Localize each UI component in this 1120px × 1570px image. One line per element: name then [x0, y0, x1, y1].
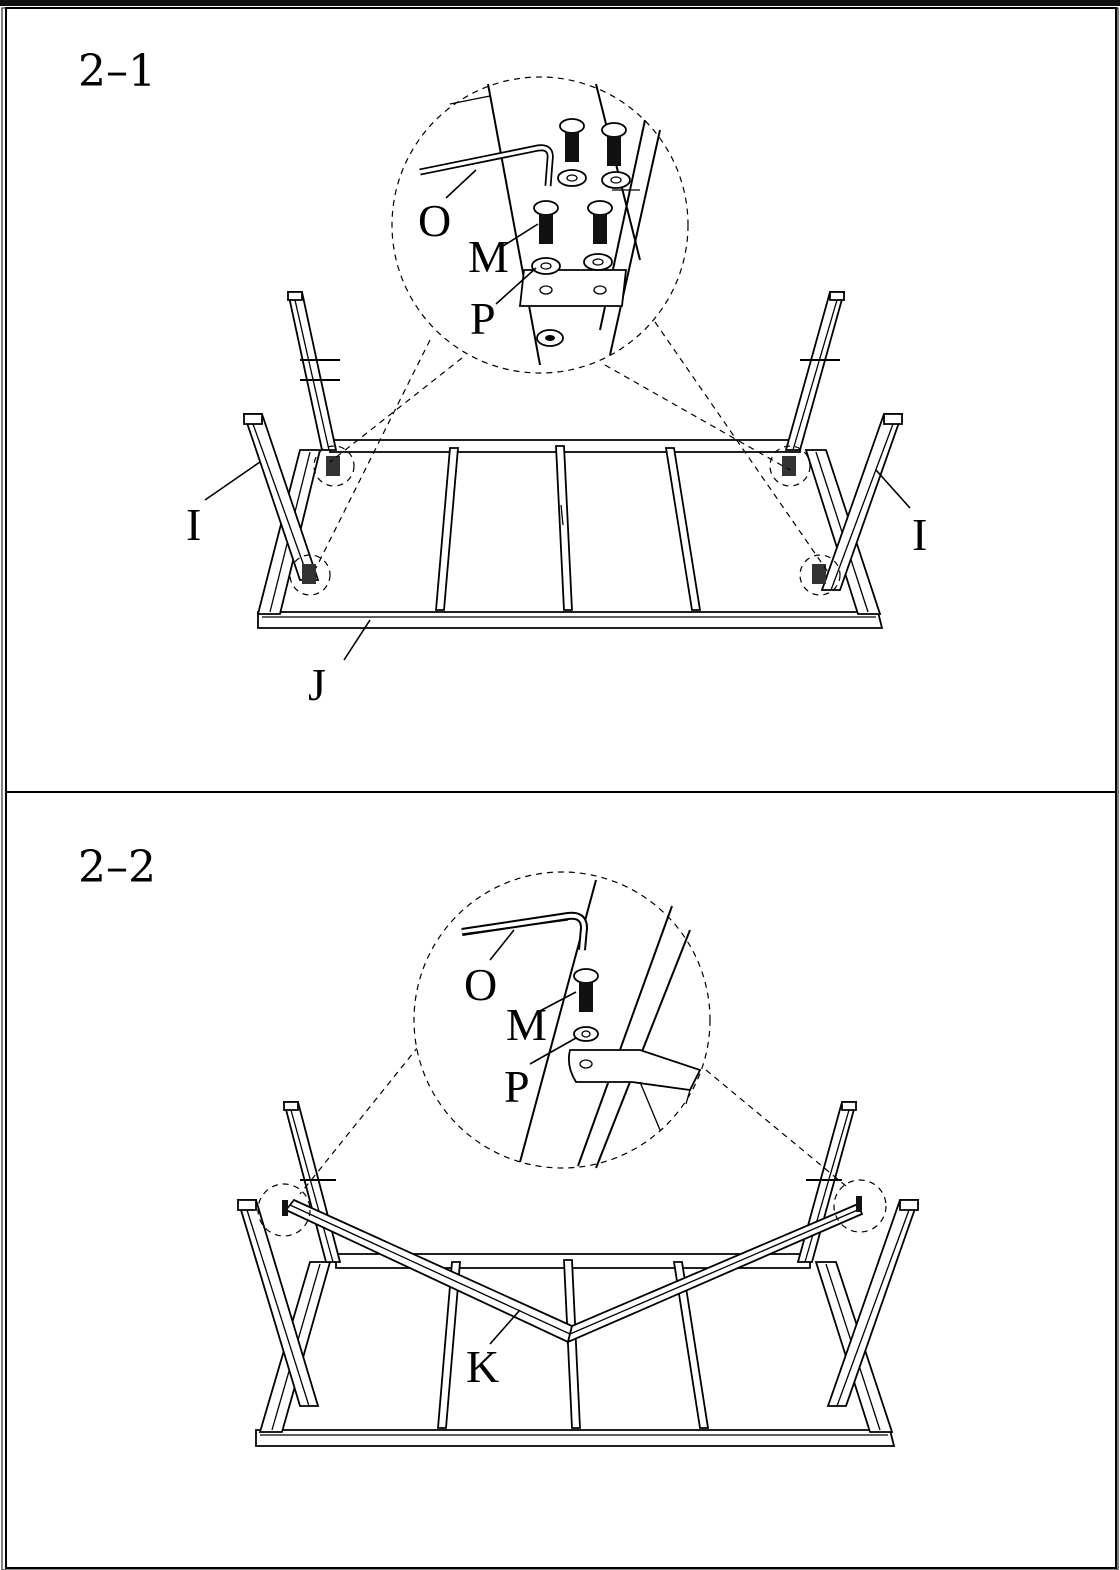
leader-I-left	[204, 461, 261, 501]
part-label-M2: M	[506, 999, 547, 1050]
part-label-P: P	[470, 293, 496, 344]
step-2-1-panel: 2–1	[78, 46, 927, 710]
frame-with-brace-drawing	[236, 1101, 920, 1447]
leader-J	[343, 619, 371, 661]
outer-border-double	[1, 7, 1119, 1570]
leader-O	[445, 169, 477, 199]
part-label-M: M	[468, 231, 509, 282]
zoom-line	[654, 321, 831, 576]
part-label-K: K	[466, 1341, 499, 1392]
leader-I-right	[875, 469, 911, 509]
step-2-2-panel: 2–2	[78, 842, 920, 1447]
step-2-1-title: 2–1	[78, 46, 156, 97]
part-label-P2: P	[504, 1061, 530, 1112]
leader-M2	[537, 991, 577, 1013]
leader-P	[495, 267, 537, 305]
leader-O2	[489, 929, 515, 961]
part-label-I-right: I	[912, 509, 927, 560]
detail-zoom-2-2	[413, 871, 711, 1169]
zoom-line	[705, 1069, 847, 1187]
part-label-I-left: I	[186, 499, 201, 550]
top-strip	[0, 0, 1120, 6]
part-label-J: J	[308, 659, 326, 710]
zoom-line	[315, 339, 431, 569]
detail-zoom-2-1	[391, 76, 689, 374]
leader-M	[499, 223, 539, 249]
part-label-O2: O	[464, 959, 497, 1010]
zoom-line	[604, 364, 791, 471]
part-label-O: O	[418, 195, 451, 246]
step-2-2-title: 2–2	[78, 842, 156, 893]
frame-J-drawing	[242, 291, 904, 629]
leader-K	[489, 1309, 521, 1345]
leader-P2	[529, 1037, 577, 1065]
